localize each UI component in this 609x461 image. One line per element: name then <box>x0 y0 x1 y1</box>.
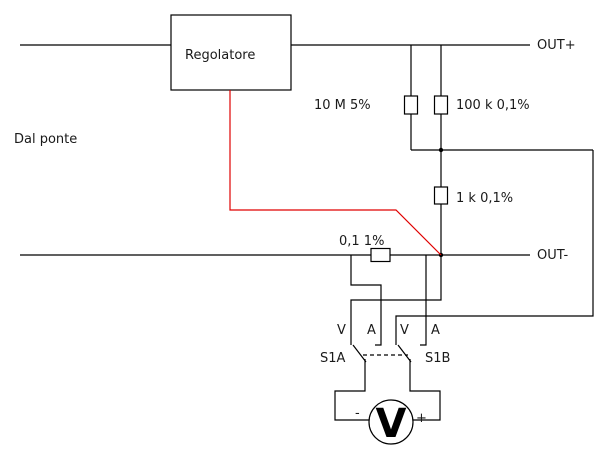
s1b-to-meter-plus-wire <box>409 359 441 421</box>
junction-dot-divider <box>438 147 444 153</box>
switch-s1a-blade[interactable] <box>352 344 367 363</box>
out-minus-label: OUT- <box>537 248 568 263</box>
voltmeter: V <box>368 399 414 447</box>
voltmeter-symbol: V <box>376 401 407 447</box>
meter-minus-label: - <box>355 406 360 421</box>
out-plus-label: OUT+ <box>537 38 576 53</box>
meter-plus-label: + <box>416 411 427 426</box>
s1b-a-label: A <box>431 323 440 338</box>
divider-to-s1b-v-wire <box>395 150 594 345</box>
s1b-v-label: V <box>400 323 409 338</box>
s1a-v-label: V <box>337 323 346 338</box>
resistor-1k-label: 1 k 0,1% <box>456 191 513 206</box>
resistor-100k <box>433 95 449 115</box>
voltmeter-circle <box>368 399 414 445</box>
s1a-label: S1A <box>320 351 346 366</box>
resistor-shunt-label: 0,1 1% <box>339 234 384 249</box>
shunt-left-to-s1a-a-wire <box>350 255 382 346</box>
s1a-a-label: A <box>367 323 376 338</box>
regulator-block: Regolatore <box>170 14 292 91</box>
resistor-shunt <box>370 247 391 263</box>
regulator-box <box>170 14 292 91</box>
regulator-sense-wire <box>229 90 442 256</box>
resistor-1k <box>433 186 449 205</box>
regulator-label: Regolatore <box>185 48 255 63</box>
s1b-label: S1B <box>425 351 450 366</box>
resistor-10m-label: 10 M 5% <box>314 98 371 113</box>
out-minus-to-s1a-v-wire <box>350 255 442 345</box>
s1a-to-meter-minus-wire <box>334 359 369 421</box>
resistor-10m <box>403 95 419 115</box>
source-label: Dal ponte <box>14 132 77 147</box>
resistor-100k-label: 100 k 0,1% <box>456 98 530 113</box>
switch-s1b-blade[interactable] <box>397 344 412 363</box>
shunt-right-to-s1b-a-wire <box>420 255 427 346</box>
